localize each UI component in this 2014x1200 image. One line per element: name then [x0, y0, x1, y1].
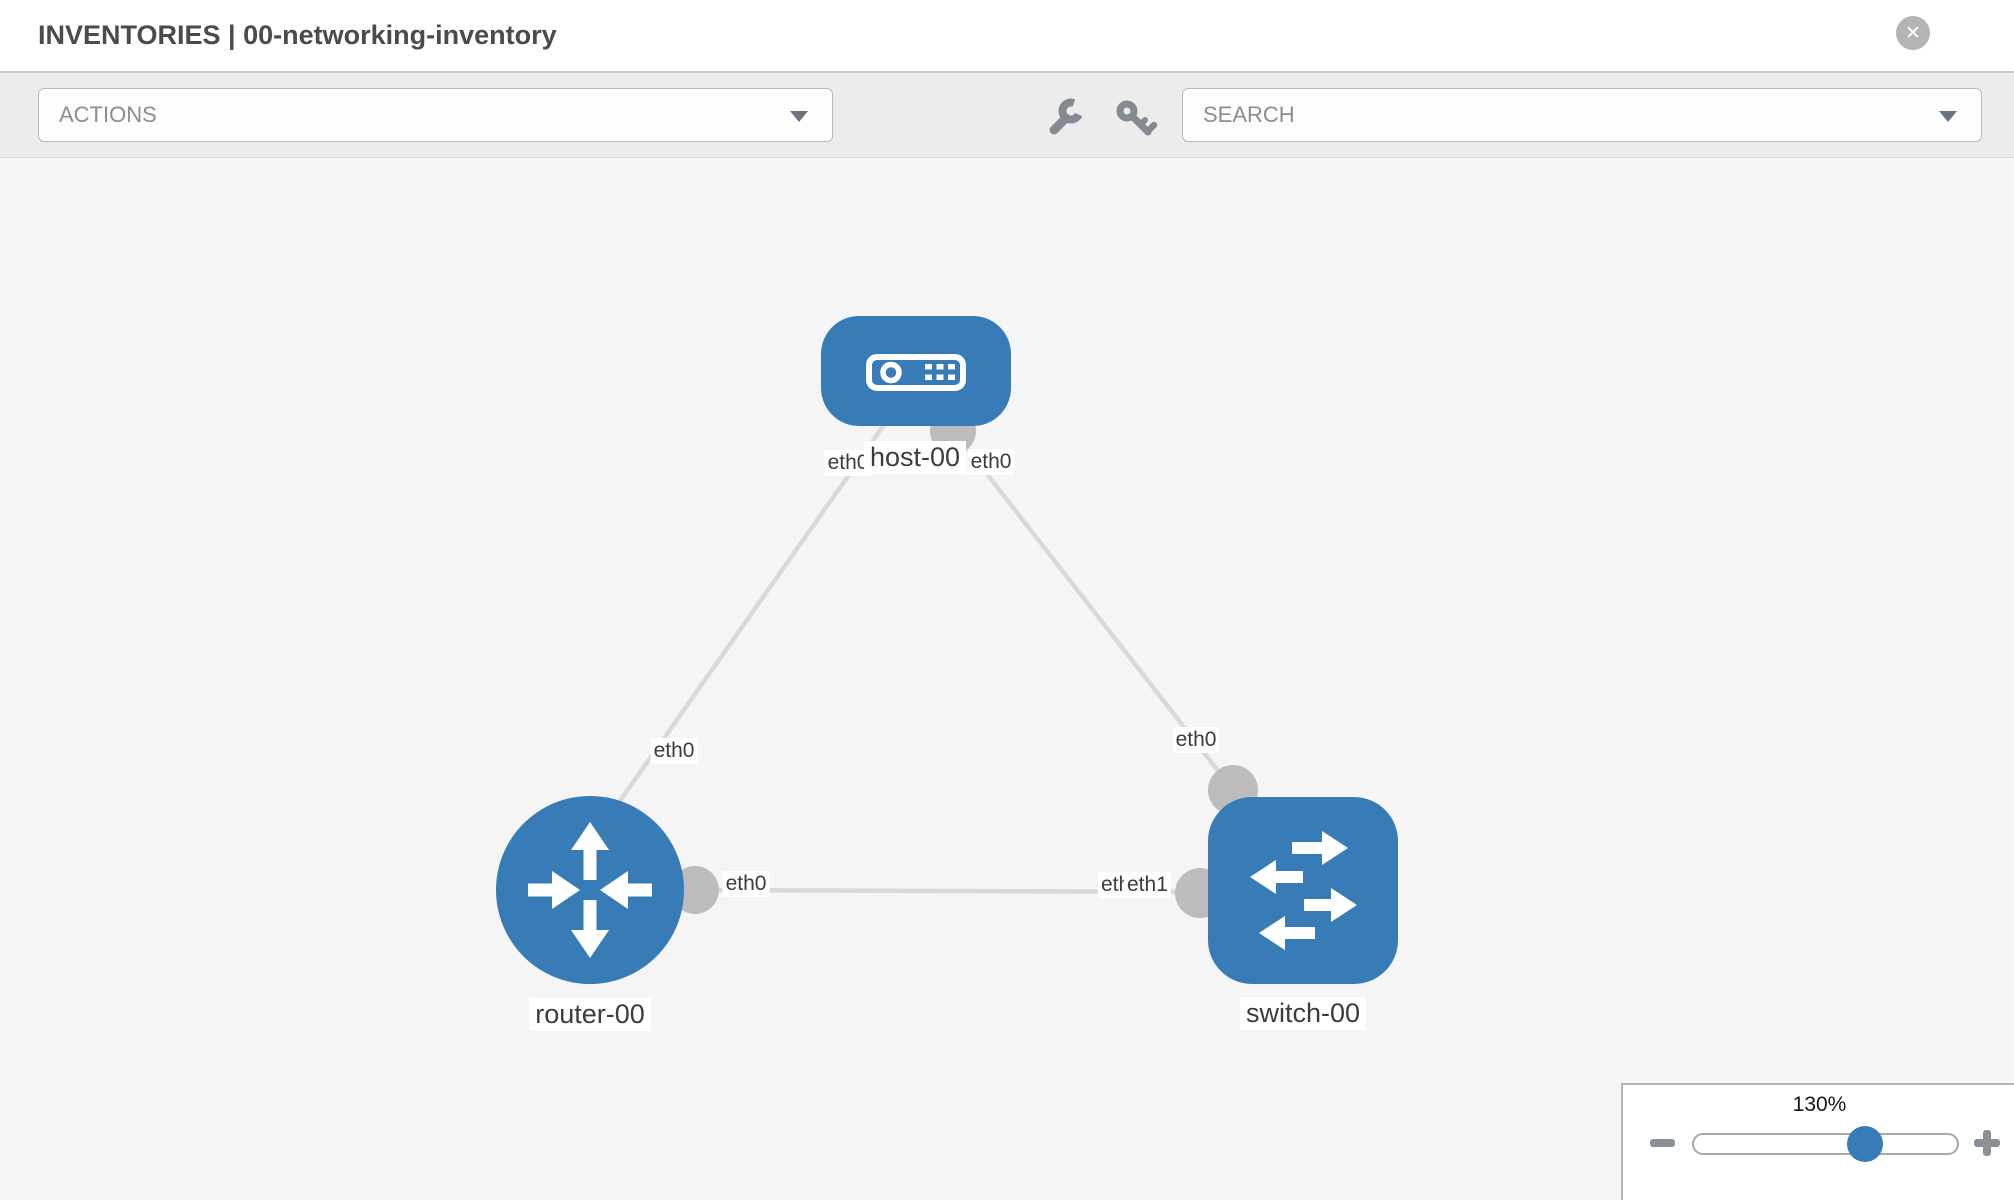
iface-label-eth0: eth0 — [1172, 727, 1220, 753]
link-lines — [606, 420, 1235, 895]
iface-label-eth1-front: eth1 — [1124, 872, 1171, 898]
window-header: INVENTORIES | 00-networking-inventory ✕ — [0, 0, 2014, 71]
close-icon: ✕ — [1905, 22, 1921, 44]
wrench-icon[interactable] — [1045, 97, 1085, 137]
node-label-router-00: router-00 — [529, 998, 651, 1031]
zoom-slider-thumb[interactable] — [1847, 1126, 1883, 1162]
actions-dropdown[interactable]: ACTIONS — [38, 88, 833, 142]
search-dropdown[interactable]: SEARCH — [1182, 88, 1982, 142]
topology-svg — [496, 316, 1398, 984]
node-host-00[interactable] — [821, 316, 1011, 426]
host-icon — [866, 354, 966, 391]
key-icon[interactable] — [1116, 100, 1158, 140]
interface-connectors — [671, 408, 1258, 918]
iface-label-eth0: eth0 — [967, 449, 1015, 475]
switch-icon — [1250, 831, 1357, 950]
search-placeholder: SEARCH — [1203, 102, 1295, 127]
zoom-out-button[interactable] — [1650, 1139, 1675, 1147]
toolbar: ACTIONS SEARCH — [0, 71, 2014, 158]
page-title: INVENTORIES | 00-networking-inventory — [38, 20, 557, 50]
zoom-slider-track[interactable] — [1692, 1133, 1959, 1155]
chevron-down-icon — [790, 111, 808, 122]
node-switch-00[interactable] — [1208, 797, 1398, 984]
topology-canvas[interactable]: eth0 eth0 eth0 eth0 eth0 eth1 eth1 host-… — [0, 158, 2014, 1200]
iface-label-eth0: eth0 — [824, 450, 872, 476]
iface-label-eth0: eth0 — [650, 738, 698, 764]
node-router-00[interactable] — [496, 796, 684, 984]
node-label-host-00: host-00 — [863, 441, 967, 474]
router-icon — [528, 822, 652, 958]
node-label-switch-00: switch-00 — [1239, 997, 1367, 1030]
actions-dropdown-label: ACTIONS — [59, 102, 157, 127]
zoom-in-button[interactable] — [1973, 1129, 2001, 1157]
close-button[interactable]: ✕ — [1896, 16, 1930, 50]
zoom-panel: 130% — [1621, 1083, 2014, 1200]
chevron-down-icon — [1939, 111, 1957, 122]
iface-label-eth0: eth0 — [722, 871, 770, 897]
zoom-level-value: 130% — [1792, 1093, 1847, 1116]
